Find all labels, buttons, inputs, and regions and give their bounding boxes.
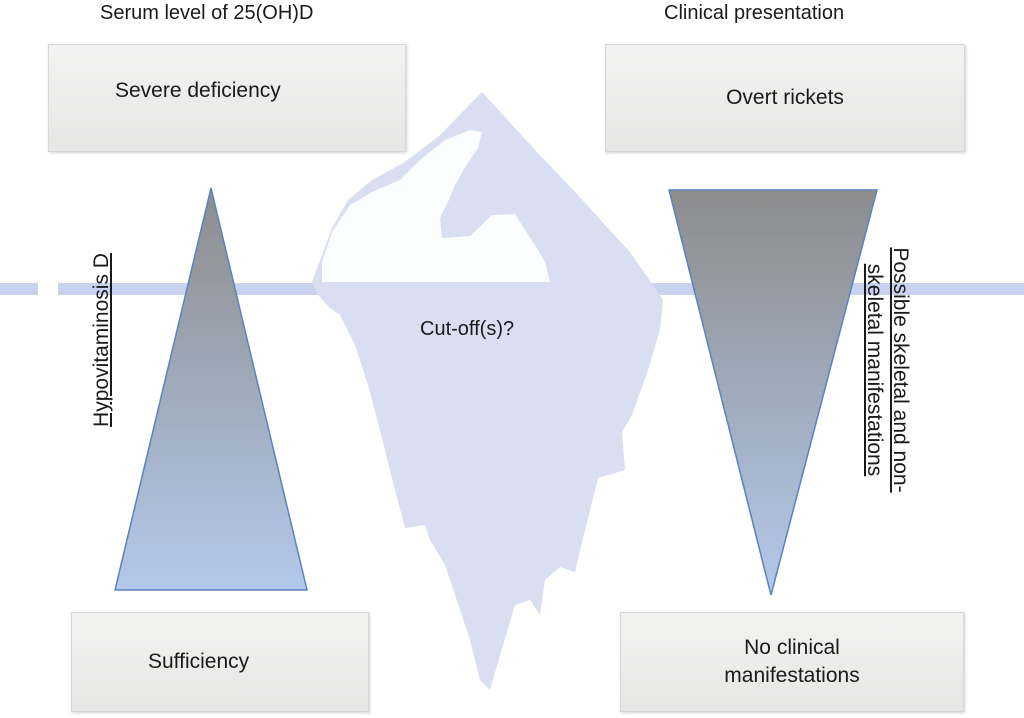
box-sufficiency: Sufficiency bbox=[71, 612, 369, 712]
triangle-clinical-presentation bbox=[668, 189, 878, 596]
box-severe-deficiency-label: Severe deficiency bbox=[115, 79, 281, 102]
label-cut-offs: Cut-off(s)? bbox=[420, 318, 515, 340]
box-no-clinical-manifestations-label: No clinical manifestations bbox=[724, 636, 860, 687]
box-sufficiency-label: Sufficiency bbox=[148, 650, 250, 673]
iceberg-snow-cap bbox=[322, 130, 550, 282]
label-possible-manifestations-line1: Possible skeletal and non- bbox=[889, 247, 912, 493]
box-overt-rickets: Overt rickets bbox=[605, 44, 965, 152]
label-hypovitaminosis-d: Hypovitaminosis D bbox=[90, 253, 113, 427]
triangle-serum-level bbox=[114, 187, 308, 591]
label-possible-manifestations-line2: skeletal manifestations bbox=[863, 263, 886, 477]
box-severe-deficiency: Severe deficiency bbox=[48, 44, 406, 152]
box-overt-rickets-label: Overt rickets bbox=[726, 86, 844, 109]
iceberg-body bbox=[312, 92, 663, 690]
box-no-clinical-manifestations: No clinical manifestations bbox=[620, 612, 964, 712]
heading-clinical-presentation: Clinical presentation bbox=[664, 2, 845, 24]
iceberg-snow-speckles bbox=[343, 150, 532, 257]
heading-serum-level: Serum level of 25(OH)D bbox=[100, 2, 314, 24]
